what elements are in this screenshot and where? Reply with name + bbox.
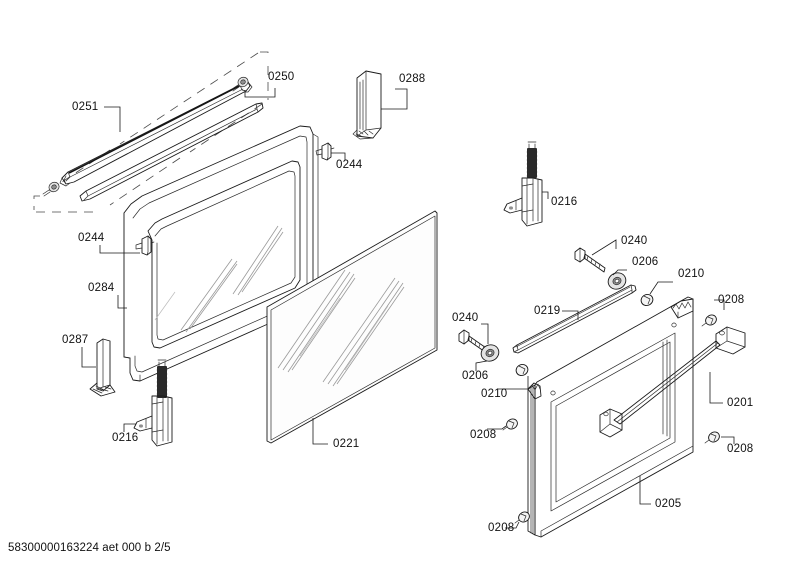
part-label-0219: 0219	[534, 305, 560, 317]
part-label-0216-right: 0216	[551, 196, 577, 208]
leader-0250	[244, 88, 276, 98]
part-label-0208-bottom-right: 0208	[727, 443, 753, 455]
leader-0206-upper	[612, 269, 627, 276]
part-0208-screw-bottom-right	[704, 431, 720, 444]
part-label-0250: 0250	[268, 71, 294, 83]
part-label-0210-upper: 0210	[678, 268, 704, 280]
part-label-0240-lower: 0240	[452, 312, 478, 324]
part-0240-fixing-screw-upper	[574, 247, 606, 273]
leader-0221	[312, 418, 328, 445]
part-0250-screw-left	[42, 181, 60, 197]
part-label-0284: 0284	[88, 282, 115, 294]
leader-0216-left	[123, 423, 136, 432]
leader-0284	[117, 295, 127, 309]
glass-reflections-0221	[277, 269, 405, 387]
part-0210-nut-lower	[515, 364, 529, 376]
leader-0240-upper	[591, 239, 617, 256]
part-0250-screw-right	[231, 76, 249, 92]
part-0284-inner-door-glass-panel	[123, 125, 319, 382]
part-0251-handle-rail-long	[59, 81, 253, 187]
part-0208-screw-top-right	[701, 314, 717, 327]
part-0208-screw-mid-left	[502, 418, 518, 431]
part-label-0251: 0251	[72, 101, 98, 113]
leader-0208-mid-left	[487, 425, 507, 430]
part-0244-retaining-clip-upper	[315, 142, 335, 161]
part-0208-screw-bottom-left	[514, 511, 530, 524]
part-label-0210-lower: 0210	[481, 388, 507, 400]
part-0251-handle-rail-second	[79, 102, 264, 202]
leader-0240-lower	[481, 323, 489, 344]
part-0221-middle-glass-pane	[266, 210, 438, 444]
part-0216-door-hinge-left	[133, 359, 173, 447]
leader-0210-upper	[649, 281, 673, 295]
part-label-0206-lower: 0206	[462, 370, 488, 382]
part-label-0244-door: 0244	[78, 232, 105, 244]
part-label-0208-top-right: 0208	[718, 294, 744, 306]
part-label-0208-mid-left: 0208	[470, 429, 496, 441]
leader-0244-upper	[331, 152, 346, 160]
hinge-spring-right	[527, 148, 537, 178]
leader-0216-right	[542, 191, 549, 199]
part-0244-retaining-clip-door	[135, 235, 155, 256]
leader-0288	[381, 88, 408, 110]
part-label-0208-bottom-left: 0208	[488, 522, 514, 534]
leader-0205	[639, 476, 651, 505]
part-0216-door-hinge-right	[503, 141, 543, 227]
footer-document-code: 58300000163224 aet 000 b 2/5	[8, 542, 171, 554]
leader-0208-top-right	[714, 299, 725, 310]
part-label-0244-upper: 0244	[336, 159, 363, 171]
leader-0244-door	[99, 245, 140, 254]
part-label-0287: 0287	[62, 334, 88, 346]
part-0288-corner-bracket-clip	[352, 70, 382, 140]
part-label-0205: 0205	[655, 498, 681, 510]
part-0205-outer-door-panel	[527, 296, 694, 538]
part-label-0206-upper: 0206	[632, 256, 658, 268]
part-label-0221: 0221	[333, 438, 359, 450]
leader-0219	[562, 310, 579, 320]
part-0287-side-support-bracket	[89, 338, 116, 397]
part-label-0201: 0201	[727, 397, 753, 409]
part-0201-door-handle-bar	[599, 326, 746, 438]
glass-reflections-0284	[154, 225, 284, 333]
leader-0208-bottom-right	[721, 436, 735, 444]
part-0219-trim-strip-bar	[512, 284, 637, 354]
leader-0201	[709, 372, 723, 404]
leader-0251	[104, 106, 121, 132]
part-0206-washer-lower	[480, 344, 500, 362]
part-0210-nut-upper	[640, 294, 654, 306]
leader-0206-lower	[475, 360, 488, 371]
leader-0287	[81, 347, 96, 368]
part-label-0216-left: 0216	[112, 432, 138, 444]
leader-0208-bottom-left	[505, 521, 520, 529]
part-0206-washer-upper	[607, 272, 627, 290]
part-label-0240-upper: 0240	[621, 235, 647, 247]
part-label-0288: 0288	[399, 73, 425, 85]
